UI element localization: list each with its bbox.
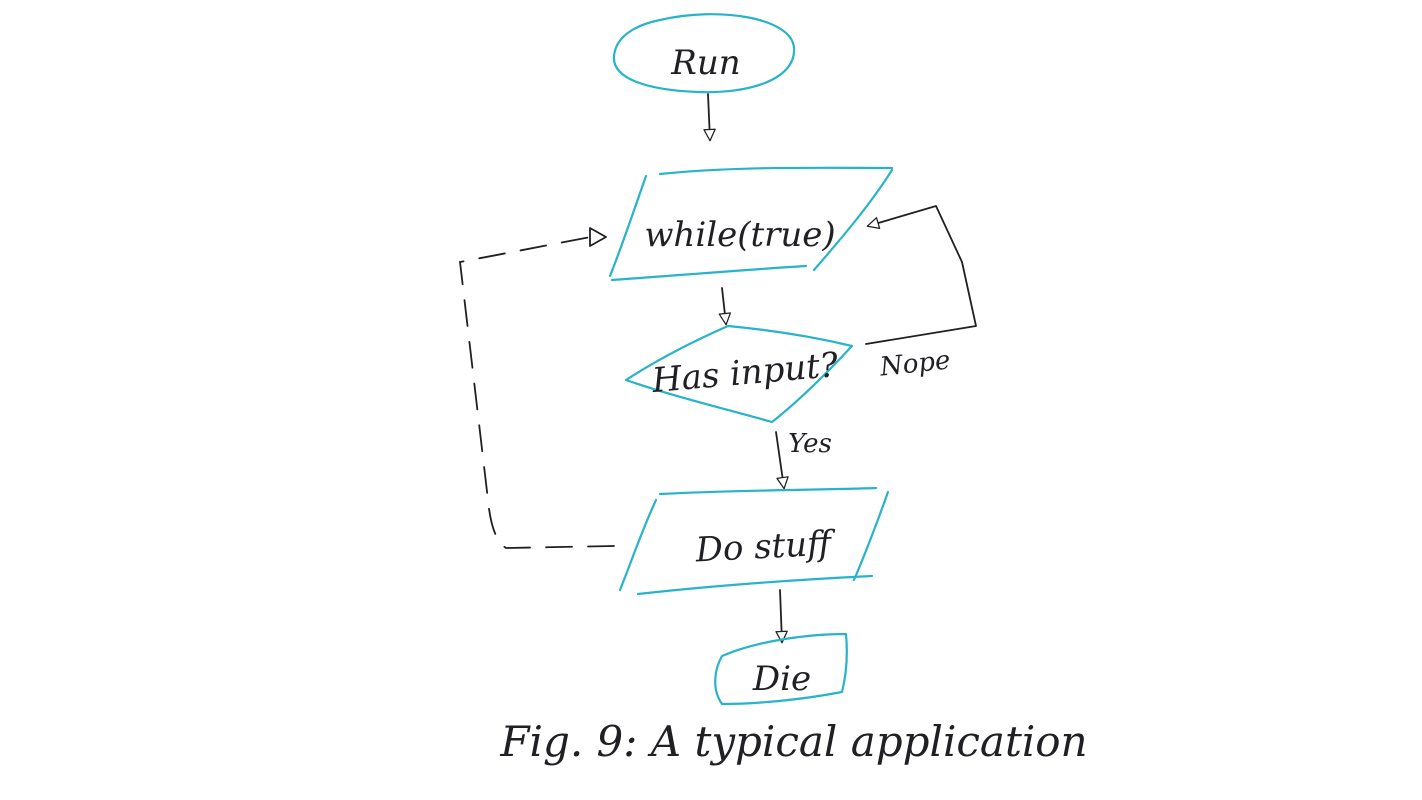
node-loop: while(true)	[608, 166, 894, 282]
figure-caption: Fig. 9: A typical application	[499, 717, 1087, 766]
edge-no-label: Nope	[878, 345, 952, 382]
edge-work-to-end	[775, 589, 788, 644]
node-loop-shape-left	[608, 174, 648, 278]
node-work-shape-left	[618, 498, 658, 592]
node-work: Do stuff	[618, 486, 890, 596]
node-work-label: Do stuff	[694, 523, 837, 570]
node-loop-shape-right	[812, 168, 894, 272]
edge-work-to-loop	[459, 235, 615, 549]
node-check: Has input?	[624, 324, 854, 424]
node-end: Die	[714, 632, 848, 706]
node-end-shape	[714, 632, 848, 706]
node-run-label: Run	[670, 43, 740, 83]
edge-run-to-loop	[703, 93, 716, 142]
edge-loop-to-check	[718, 287, 732, 326]
node-end-label: Die	[752, 659, 811, 699]
node-work-shape-bottom	[636, 574, 874, 596]
node-loop-label: while(true)	[644, 215, 835, 255]
edge-check-yes-to-work	[775, 431, 789, 490]
node-run: Run	[612, 13, 796, 94]
node-check-label: Has input?	[649, 345, 840, 401]
edge-work-to-loop-arrowhead	[589, 227, 607, 247]
node-check-shape	[624, 324, 854, 424]
edge-yes-label: Yes	[788, 429, 832, 459]
edge-check-no-to-loop	[865, 205, 977, 345]
node-loop-shape-top	[658, 166, 894, 176]
node-loop-shape-bottom	[610, 264, 808, 282]
node-work-shape-top	[658, 486, 878, 496]
node-run-shape	[612, 13, 796, 94]
node-work-shape-right	[852, 490, 890, 582]
